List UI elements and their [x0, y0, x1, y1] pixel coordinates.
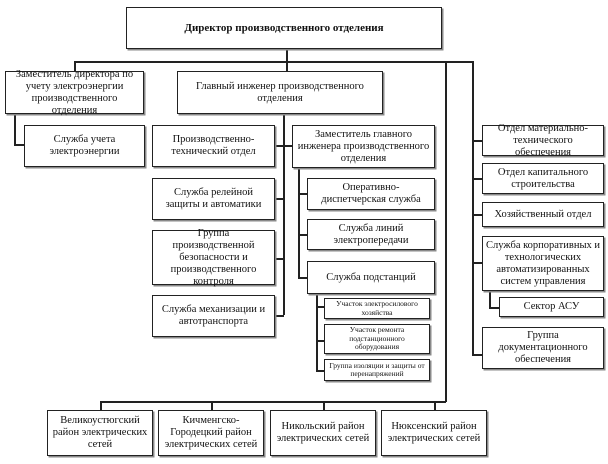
connector	[274, 198, 284, 200]
right-unit-box: Отдел материально-технического обеспечен…	[482, 123, 604, 158]
connector	[316, 306, 324, 308]
right-unit-box: Группа документационного обеспечения	[482, 327, 604, 369]
connector	[14, 144, 24, 146]
connector	[100, 401, 102, 410]
unit-box: Служба механизации и автотранспорта	[152, 295, 275, 337]
unit-box: Служба релейной защиты и автоматики	[152, 178, 275, 220]
connector	[298, 193, 308, 195]
district-box: Никольский район электрических сетей	[270, 410, 376, 456]
connector	[445, 61, 447, 402]
connector	[274, 145, 294, 147]
connector	[316, 370, 324, 372]
connector	[100, 401, 446, 403]
connector	[211, 401, 213, 410]
connector	[316, 340, 324, 342]
unit-box: Оперативно-диспетчерская служба	[307, 178, 435, 210]
connector	[298, 277, 308, 279]
connector	[472, 61, 474, 355]
connector	[472, 262, 482, 264]
connector	[434, 401, 436, 410]
connector	[74, 61, 76, 71]
connector	[286, 61, 288, 71]
connector	[489, 307, 499, 309]
asu-sector-box: Сектор АСУ	[499, 297, 604, 317]
right-unit-box: Хозяйственный отдел	[482, 202, 604, 227]
connector	[316, 293, 318, 371]
right-unit-box: Отдел капитального строительства	[482, 163, 604, 194]
connector	[14, 113, 16, 145]
unit-box: Группа производственной безопасности и п…	[152, 228, 275, 287]
connector	[274, 315, 284, 317]
unit-box: Служба линий электропередачи	[307, 219, 435, 250]
connector	[298, 234, 308, 236]
connector	[298, 167, 300, 277]
connector	[283, 114, 285, 315]
deputy-director-metering-box: Заместитель директора по учету электроэн…	[5, 69, 144, 116]
chief-engineer-box: Главный инженер производственного отделе…	[177, 71, 383, 114]
connector	[472, 178, 482, 180]
district-box: Нюксенский район электрических сетей	[381, 410, 487, 456]
connector	[472, 140, 482, 142]
connector	[472, 214, 482, 216]
connector	[74, 61, 473, 63]
director-box: Директор производственного отделения	[126, 7, 442, 49]
subunit-box: Участок электросилового хозяйства	[324, 298, 430, 319]
deputy-chief-engineer-box: Заместитель главного инженера производст…	[292, 125, 435, 168]
subunit-box: Участок ремонта подстанционного оборудов…	[324, 324, 430, 354]
connector	[323, 401, 325, 410]
connector	[472, 354, 482, 356]
right-unit-box: Служба корпоративных и технологических а…	[482, 236, 604, 291]
subunit-box: Группа изоляции и защиты от перенапряжен…	[324, 359, 430, 381]
district-box: Великоустюгский район электрических сете…	[47, 410, 153, 456]
district-box: Кичменгско-Городецкий район электрически…	[158, 410, 264, 456]
connector	[489, 291, 491, 308]
connector	[274, 258, 284, 260]
substations-service-box: Служба подстанций	[307, 261, 435, 294]
unit-box: Производственно-технический отдел	[152, 125, 275, 167]
metering-service-box: Служба учета электроэнергии	[24, 125, 145, 167]
connector	[286, 48, 288, 61]
